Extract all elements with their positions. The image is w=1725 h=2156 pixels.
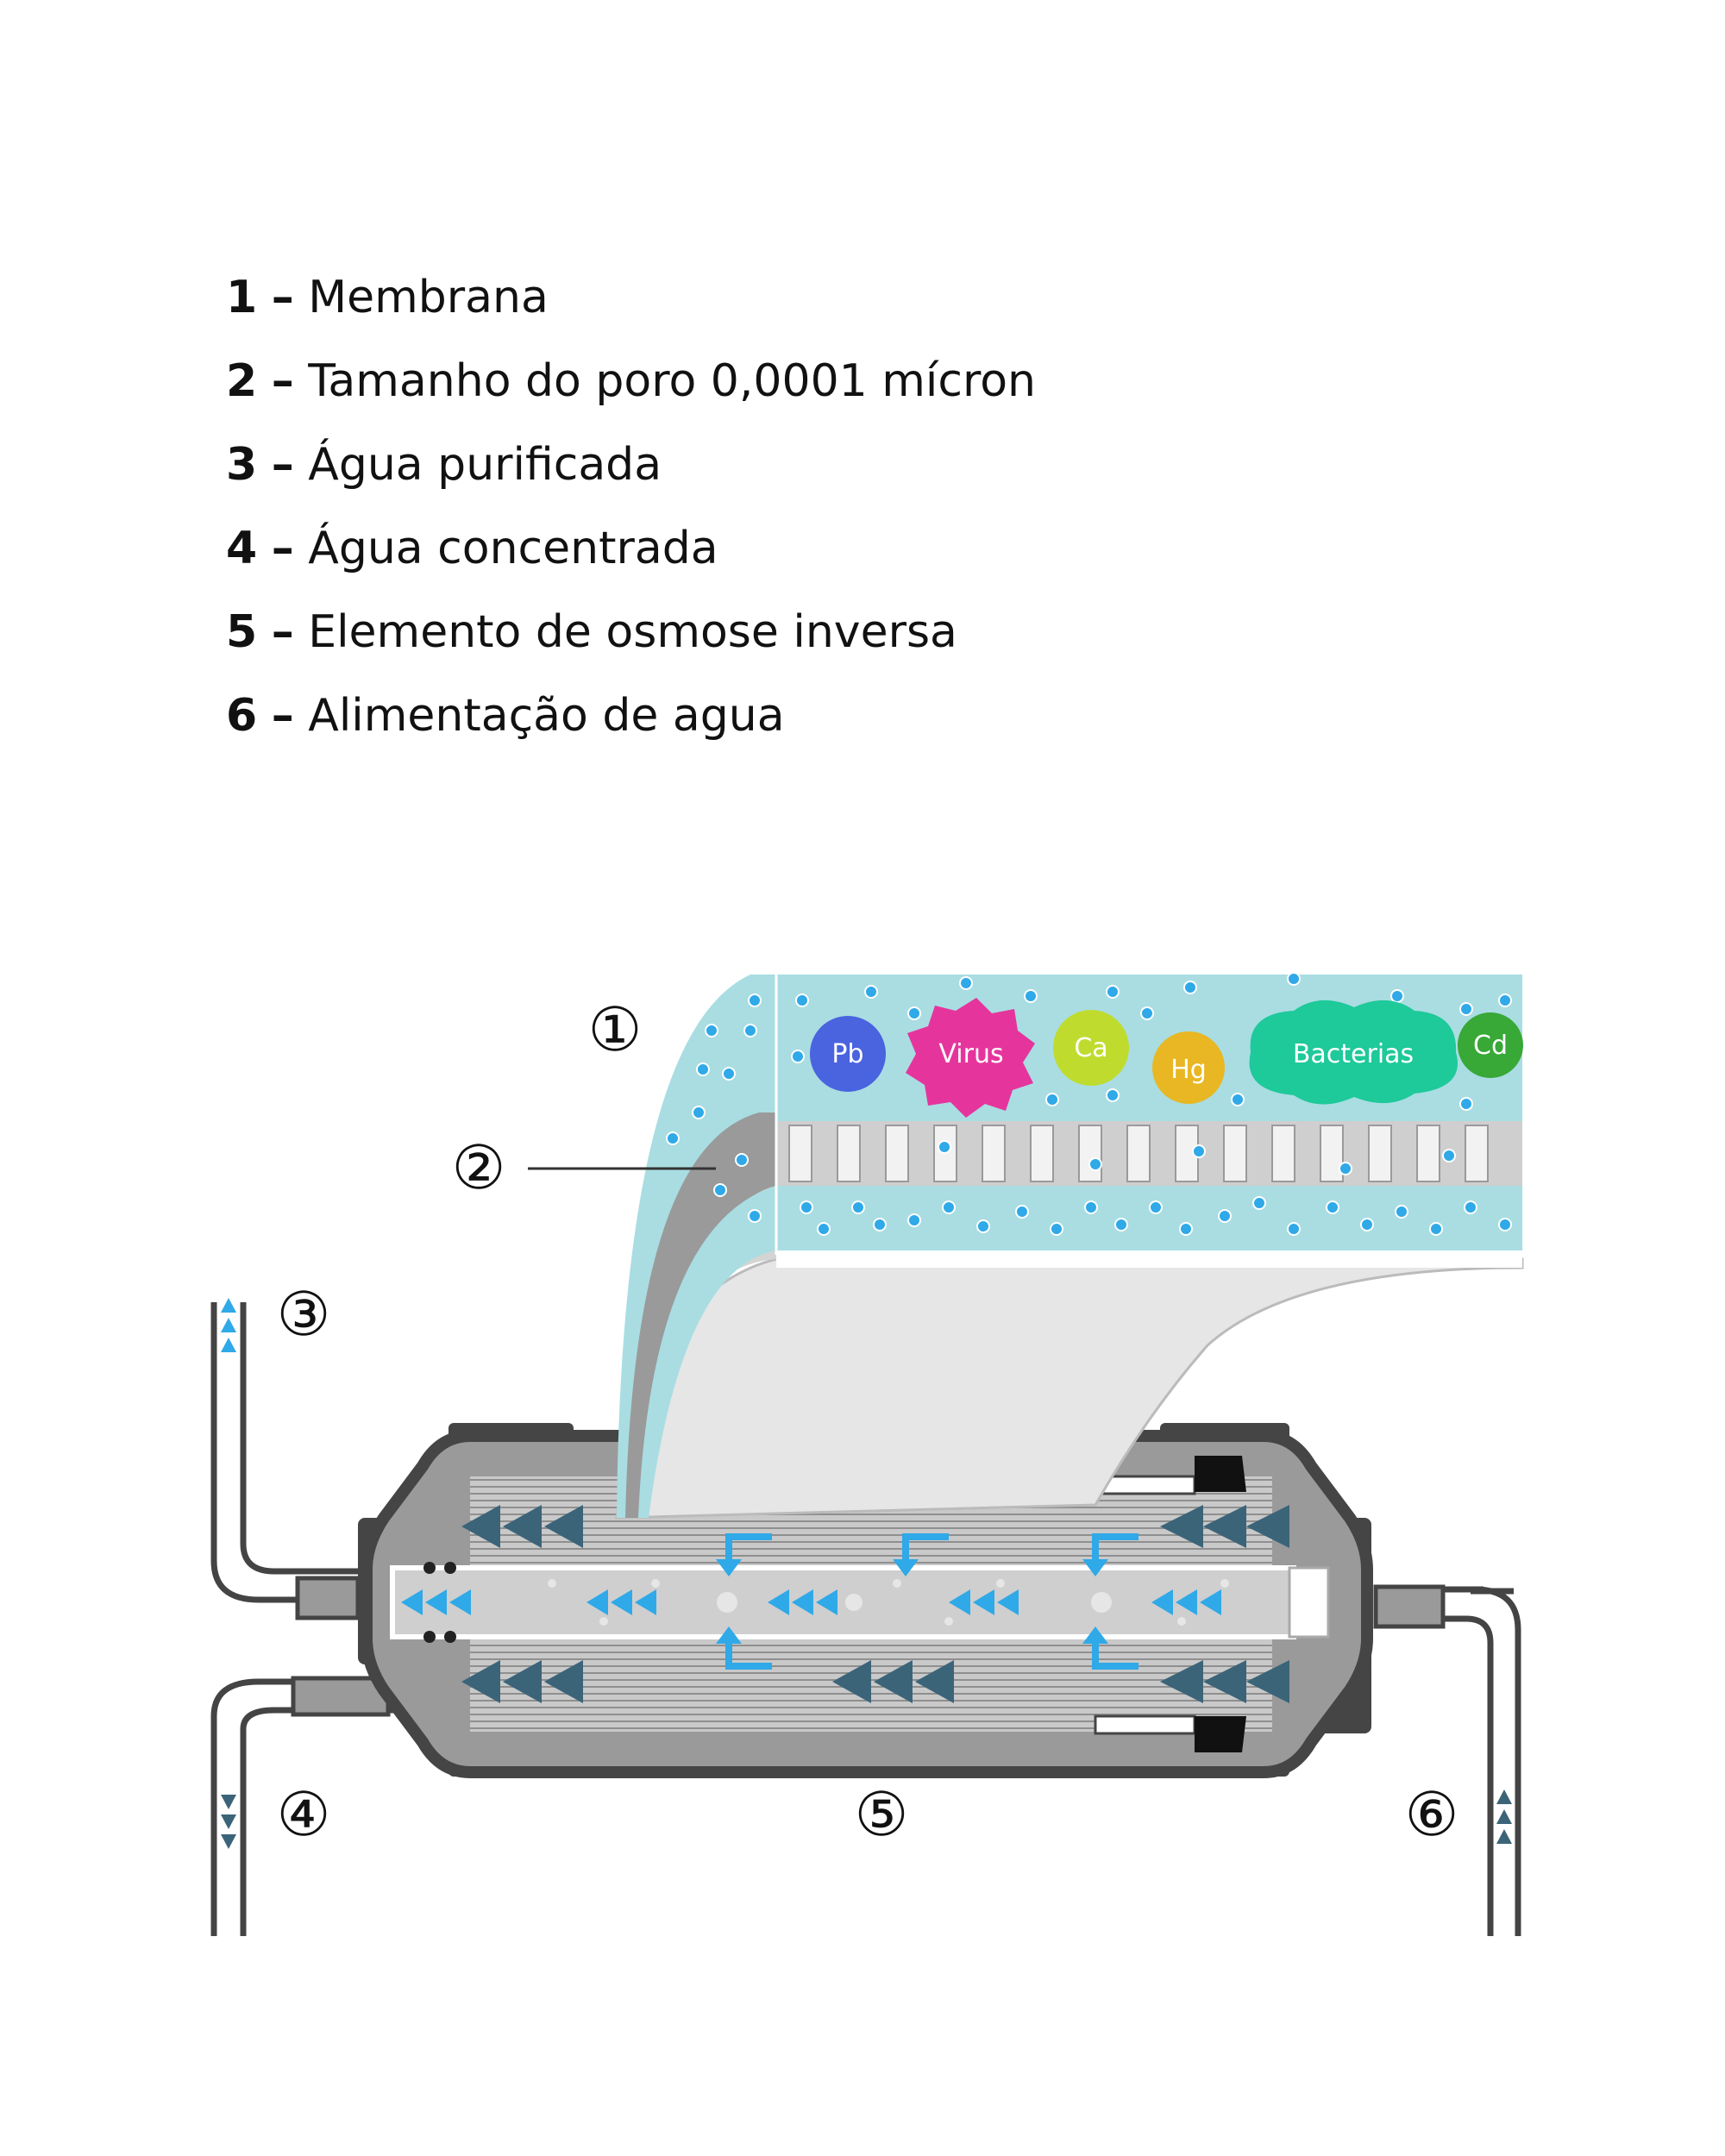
callout-1: ① — [588, 994, 643, 1065]
legend: 1 – Membrana 2 – Tamanho do poro 0,0001 … — [226, 266, 1036, 768]
callout-6: ⑥ — [1405, 1779, 1459, 1850]
legend-dash: – — [271, 439, 294, 491]
legend-item-3: 3 – Água purificada — [226, 433, 1036, 517]
pipe-flow-feed-arrows — [1496, 1789, 1512, 1844]
legend-item-1: 1 – Membrana — [226, 266, 1036, 349]
pipe-flow-up-arrows — [221, 1298, 236, 1352]
pipes — [210, 1302, 1521, 1936]
legend-item-2: 2 – Tamanho do poro 0,0001 mícron — [226, 349, 1036, 433]
membrane-sheet — [615, 1257, 1524, 1520]
contaminant-pb — [810, 1016, 886, 1092]
pores — [788, 1125, 1489, 1182]
legend-dash: – — [271, 606, 294, 658]
legend-label: Água purificada — [308, 439, 662, 491]
coupling-feed — [1373, 1584, 1446, 1629]
legend-dash: – — [271, 690, 294, 742]
callout-3: ③ — [277, 1279, 331, 1350]
legend-item-5: 5 – Elemento de osmose inversa — [226, 600, 1036, 684]
pipe-purified-outer — [210, 1302, 362, 1603]
contaminant-hg — [1152, 1031, 1225, 1104]
contaminant-virus — [906, 998, 1035, 1118]
legend-label: Elemento de osmose inversa — [308, 606, 957, 658]
legend-item-4: 4 – Água concentrada — [226, 517, 1036, 600]
atd-top — [1195, 1456, 1246, 1492]
contaminant-ca-label: Ca — [1074, 1033, 1107, 1063]
contaminant-hg-label: Hg — [1170, 1055, 1207, 1085]
legend-label: Membrana — [308, 272, 549, 323]
legend-number: 5 — [226, 606, 258, 658]
feed-water-band — [617, 975, 1522, 1518]
pipe-flow-down-arrows — [221, 1795, 236, 1849]
legend-number: 1 — [226, 272, 258, 323]
pipe-feed-inner — [1442, 1615, 1494, 1936]
contaminant-cd — [1458, 1012, 1523, 1078]
callout-2: ② — [452, 1132, 506, 1203]
feed-flow-arrows — [461, 1505, 1289, 1703]
radial-flow-arrows — [725, 1533, 1138, 1670]
legend-item-6: 6 – Alimentação de agua — [226, 684, 1036, 768]
legend-dash: – — [271, 523, 294, 574]
callout-4: ④ — [277, 1779, 331, 1850]
contaminant-cd-label: Cd — [1473, 1031, 1508, 1061]
tube-perforations — [548, 1579, 1229, 1626]
legend-label: Água concentrada — [308, 523, 718, 574]
contaminant-virus-label: Virus — [938, 1039, 1003, 1069]
atd-bottom — [1195, 1716, 1246, 1752]
legend-number: 3 — [226, 439, 258, 491]
o-rings — [423, 1562, 456, 1643]
pipe-purified-inner — [240, 1302, 362, 1575]
permeate-flow-arrows — [401, 1589, 1221, 1615]
contaminant-bacterias-label: Bacterias — [1293, 1039, 1414, 1069]
coupling-purified — [295, 1576, 361, 1620]
legend-number: 2 — [226, 355, 258, 407]
legend-dash: – — [271, 272, 294, 323]
pipe-feed-outer — [1442, 1586, 1521, 1936]
membrane-cutaway: Pb Virus Ca Hg Bacterias Cd — [615, 972, 1524, 1520]
contaminant-bacterias — [1249, 1000, 1458, 1105]
permeate-tube — [390, 1565, 1296, 1639]
contaminant-pb-label: Pb — [831, 1039, 863, 1069]
permeate-water-band — [776, 1186, 1522, 1250]
contaminant-ca — [1053, 1010, 1129, 1086]
callout-5: ⑤ — [855, 1779, 909, 1850]
legend-dash: – — [271, 355, 294, 407]
legend-number: 4 — [226, 523, 258, 574]
legend-label: Tamanho do poro 0,0001 mícron — [308, 355, 1036, 407]
pipe-concentrate-outer — [210, 1678, 405, 1936]
pipe-concentrate-inner — [240, 1707, 405, 1936]
legend-label: Alimentação de agua — [308, 690, 785, 742]
legend-number: 6 — [226, 690, 258, 742]
